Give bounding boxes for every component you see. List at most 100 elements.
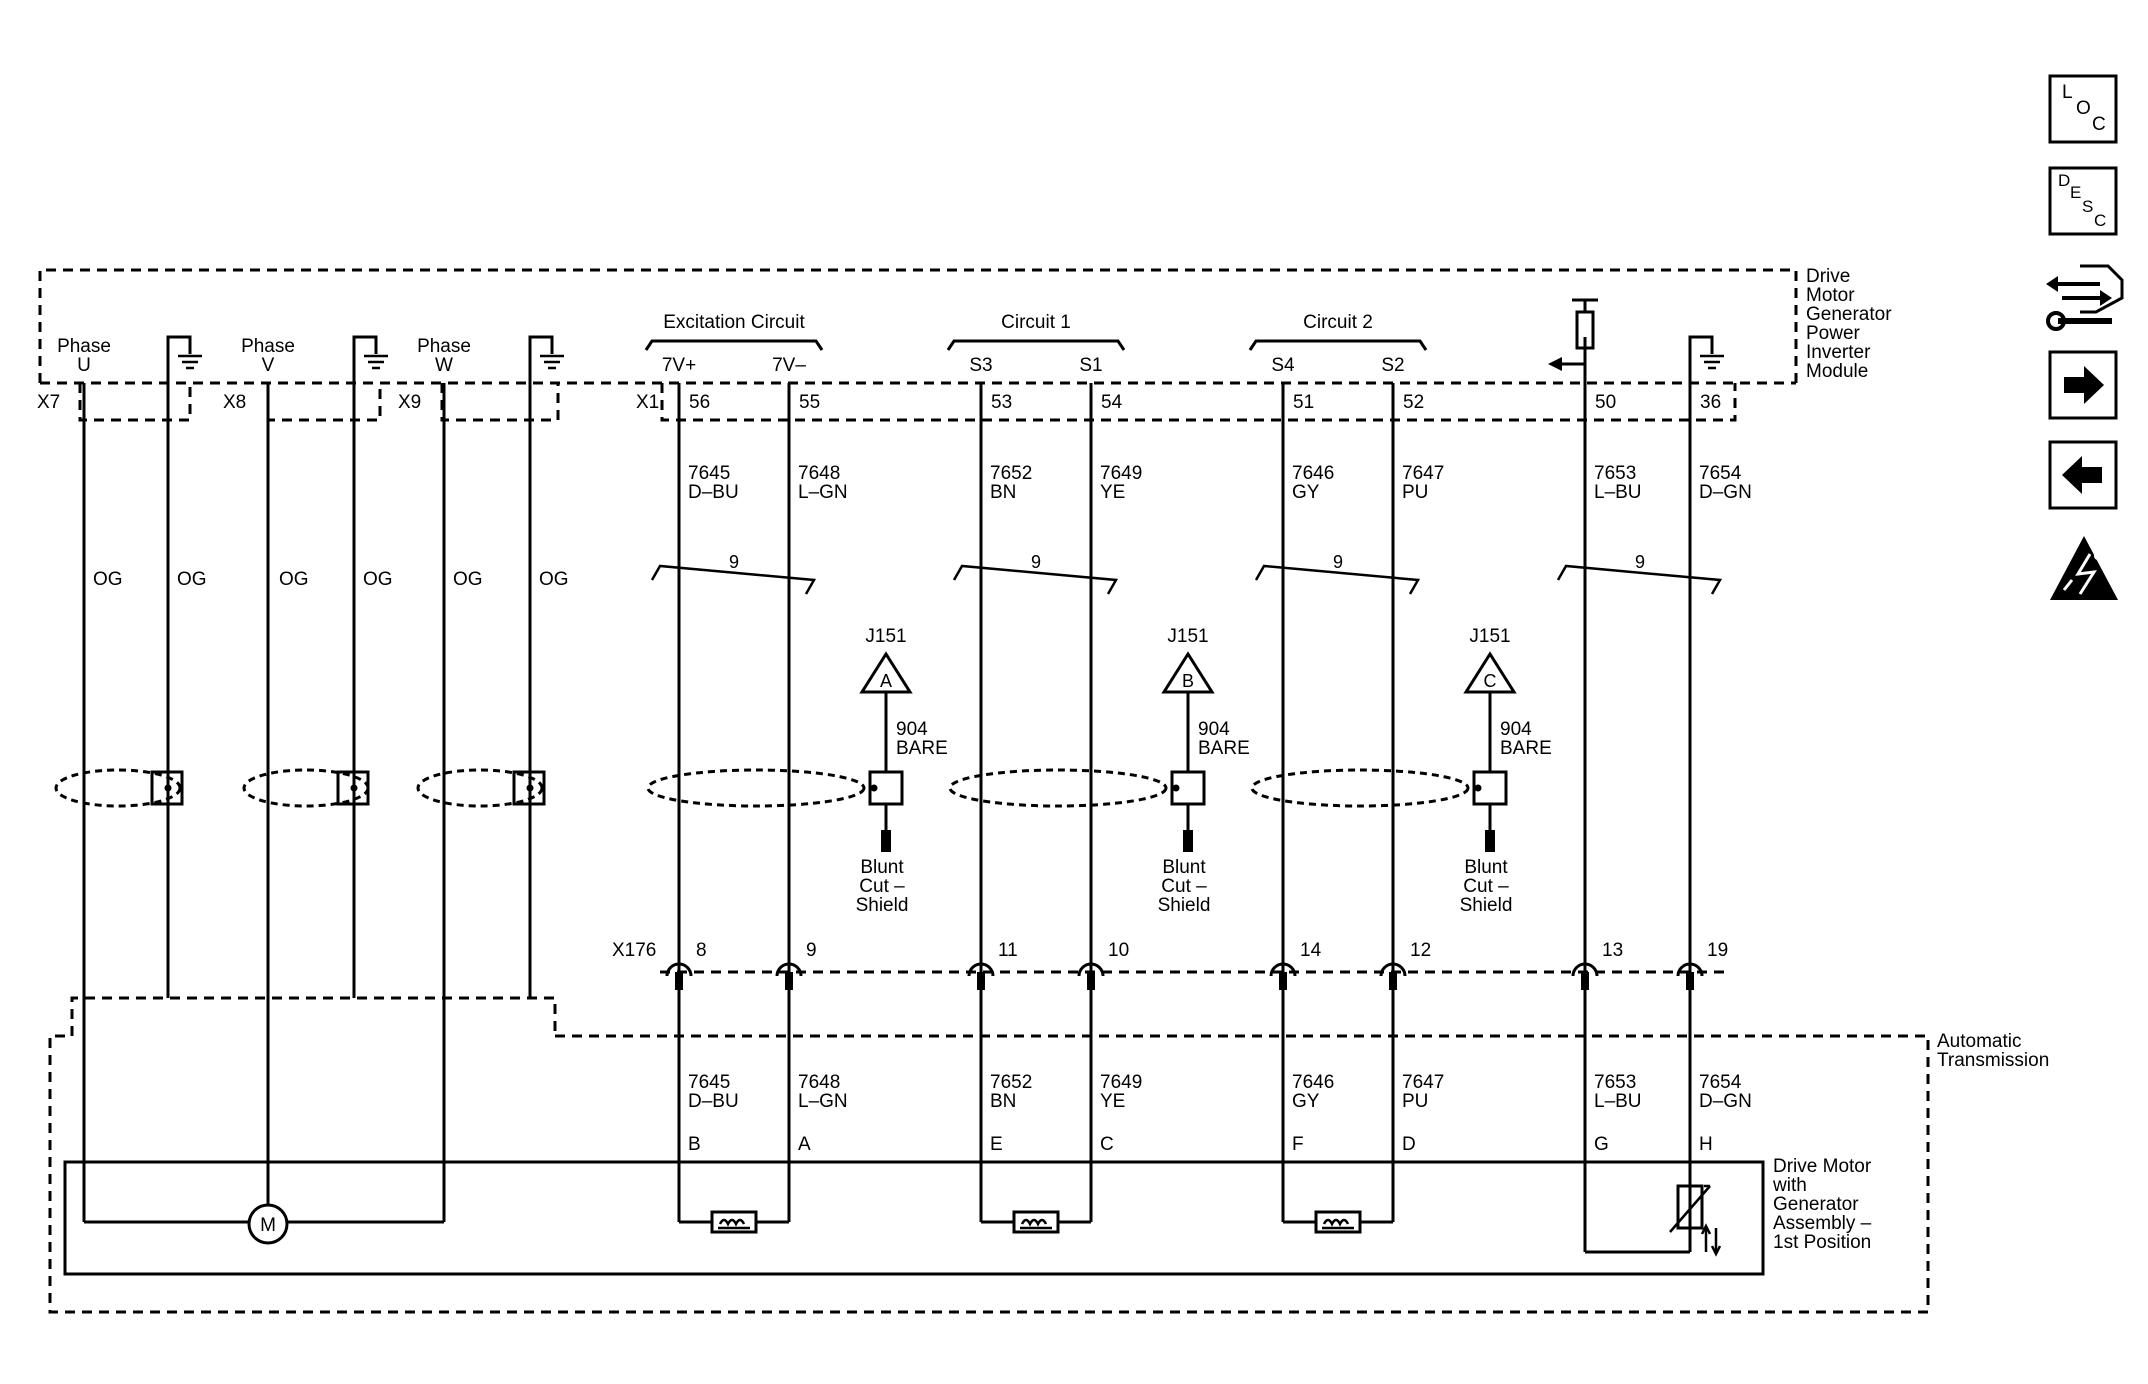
- twisted-pair-marker: 9: [650, 552, 817, 595]
- shield-b: J151 B 904 BARE Blunt Cut – Shield: [948, 626, 1250, 916]
- svg-text:14: 14: [1300, 940, 1322, 961]
- previous-page-button[interactable]: [2048, 440, 2118, 510]
- svg-text:PU: PU: [1402, 1091, 1428, 1112]
- svg-text:G: G: [1594, 1134, 1609, 1155]
- svg-text:B: B: [688, 1134, 701, 1155]
- svg-text:52: 52: [1403, 392, 1424, 413]
- svg-text:Cut –: Cut –: [1161, 876, 1207, 897]
- motor-assembly-label: Drive Motor with Generator Assembly – 1s…: [1772, 1156, 1872, 1253]
- svg-text:50: 50: [1595, 392, 1616, 413]
- svg-text:YE: YE: [1100, 1091, 1125, 1112]
- svg-text:9: 9: [729, 552, 739, 572]
- svg-text:Module: Module: [1806, 361, 1868, 382]
- connector-tool-button[interactable]: [2046, 264, 2124, 331]
- phase-u-label: Phase U X7: [37, 336, 111, 413]
- svg-text:Drive: Drive: [1806, 266, 1850, 287]
- svg-text:Generator: Generator: [1806, 304, 1892, 325]
- svg-text:7654: 7654: [1699, 1072, 1742, 1093]
- signal-wiring: [677, 337, 1692, 1254]
- svg-text:7645: 7645: [688, 1072, 730, 1093]
- twisted-pair-marker: 9: [1556, 552, 1723, 595]
- svg-text:C: C: [2092, 114, 2106, 135]
- svg-text:Automatic: Automatic: [1937, 1031, 2021, 1052]
- svg-text:Blunt: Blunt: [860, 857, 904, 878]
- svg-text:7654: 7654: [1699, 463, 1742, 484]
- svg-text:C: C: [1484, 671, 1497, 691]
- svg-text:Phase: Phase: [417, 336, 471, 357]
- svg-text:904: 904: [1500, 719, 1532, 740]
- svg-text:PU: PU: [1402, 482, 1428, 503]
- svg-text:11: 11: [998, 940, 1018, 961]
- svg-text:OG: OG: [363, 569, 393, 590]
- connector-x1-pins: X1 56 55 53 54 51 52 50 36: [636, 392, 1721, 413]
- svg-text:L: L: [2062, 82, 2073, 103]
- svg-text:Shield: Shield: [1460, 895, 1513, 916]
- loc-button[interactable]: L O C: [2048, 74, 2118, 144]
- svg-text:L–GN: L–GN: [798, 1091, 848, 1112]
- high-voltage-warning-button[interactable]: [2050, 536, 2118, 600]
- svg-text:7V+: 7V+: [662, 355, 696, 376]
- svg-text:OG: OG: [539, 569, 569, 590]
- svg-text:7649: 7649: [1100, 463, 1142, 484]
- svg-text:9: 9: [1333, 552, 1343, 572]
- svg-text:GY: GY: [1292, 1091, 1320, 1112]
- svg-text:GY: GY: [1292, 482, 1320, 503]
- svg-text:Power: Power: [1806, 323, 1861, 344]
- loc-icon: L O C: [2062, 82, 2106, 135]
- svg-text:X176: X176: [612, 940, 656, 961]
- svg-text:Excitation Circuit: Excitation Circuit: [663, 312, 805, 333]
- ground-icon: [352, 335, 388, 370]
- svg-text:7646: 7646: [1292, 463, 1334, 484]
- svg-text:D: D: [1402, 1134, 1416, 1155]
- svg-text:X1: X1: [636, 392, 659, 413]
- svg-text:F: F: [1292, 1134, 1304, 1155]
- svg-text:904: 904: [896, 719, 928, 740]
- thermistor-icon: [1669, 1184, 1722, 1257]
- svg-text:O: O: [2076, 98, 2091, 119]
- high-voltage-warning-icon: [2050, 536, 2118, 600]
- next-page-button[interactable]: [2048, 350, 2118, 420]
- svg-text:J151: J151: [865, 626, 906, 647]
- svg-text:OG: OG: [93, 569, 123, 590]
- svg-text:7653: 7653: [1594, 1072, 1636, 1093]
- resolver-coil-icon: [710, 1210, 758, 1234]
- svg-text:Inverter: Inverter: [1806, 342, 1871, 363]
- svg-text:1st Position: 1st Position: [1773, 1232, 1871, 1253]
- twisted-pair-marker: 9: [952, 552, 1119, 595]
- transmission-label: Automatic Transmission: [1937, 1031, 2049, 1071]
- svg-text:L–BU: L–BU: [1594, 1091, 1642, 1112]
- shield-c: J151 C 904 BARE Blunt Cut – Shield: [1250, 626, 1552, 916]
- svg-text:D–BU: D–BU: [688, 482, 739, 503]
- resolver-coil-icon: [1314, 1210, 1362, 1234]
- motor-symbol: M: [247, 1203, 289, 1245]
- svg-text:with: with: [1772, 1175, 1807, 1196]
- connector-x176-terminals: [665, 962, 1704, 990]
- svg-text:OG: OG: [279, 569, 309, 590]
- svg-text:BARE: BARE: [1198, 738, 1250, 759]
- svg-text:S3: S3: [969, 355, 992, 376]
- svg-text:7V–: 7V–: [772, 355, 806, 376]
- svg-text:Assembly –: Assembly –: [1773, 1213, 1872, 1234]
- svg-text:L–GN: L–GN: [798, 482, 848, 503]
- svg-text:X8: X8: [223, 392, 246, 413]
- svg-text:54: 54: [1101, 392, 1123, 413]
- svg-text:36: 36: [1700, 392, 1721, 413]
- svg-text:U: U: [77, 355, 91, 376]
- svg-text:Transmission: Transmission: [1937, 1050, 2049, 1071]
- svg-text:10: 10: [1108, 940, 1129, 961]
- reference-output-icon: [1548, 298, 1598, 371]
- svg-text:D–GN: D–GN: [1699, 482, 1752, 503]
- ground-icon: [1688, 335, 1724, 383]
- svg-text:Blunt: Blunt: [1162, 857, 1206, 878]
- svg-text:D: D: [2058, 171, 2070, 190]
- connector-tool-icon: [2046, 264, 2124, 331]
- transmission-boundary: [48, 970, 1930, 1314]
- desc-button[interactable]: D E S C: [2048, 166, 2118, 236]
- svg-text:YE: YE: [1100, 482, 1125, 503]
- svg-text:56: 56: [689, 392, 710, 413]
- motor-assembly-box: [63, 1160, 1765, 1276]
- svg-text:55: 55: [799, 392, 820, 413]
- svg-text:Drive Motor: Drive Motor: [1773, 1156, 1872, 1177]
